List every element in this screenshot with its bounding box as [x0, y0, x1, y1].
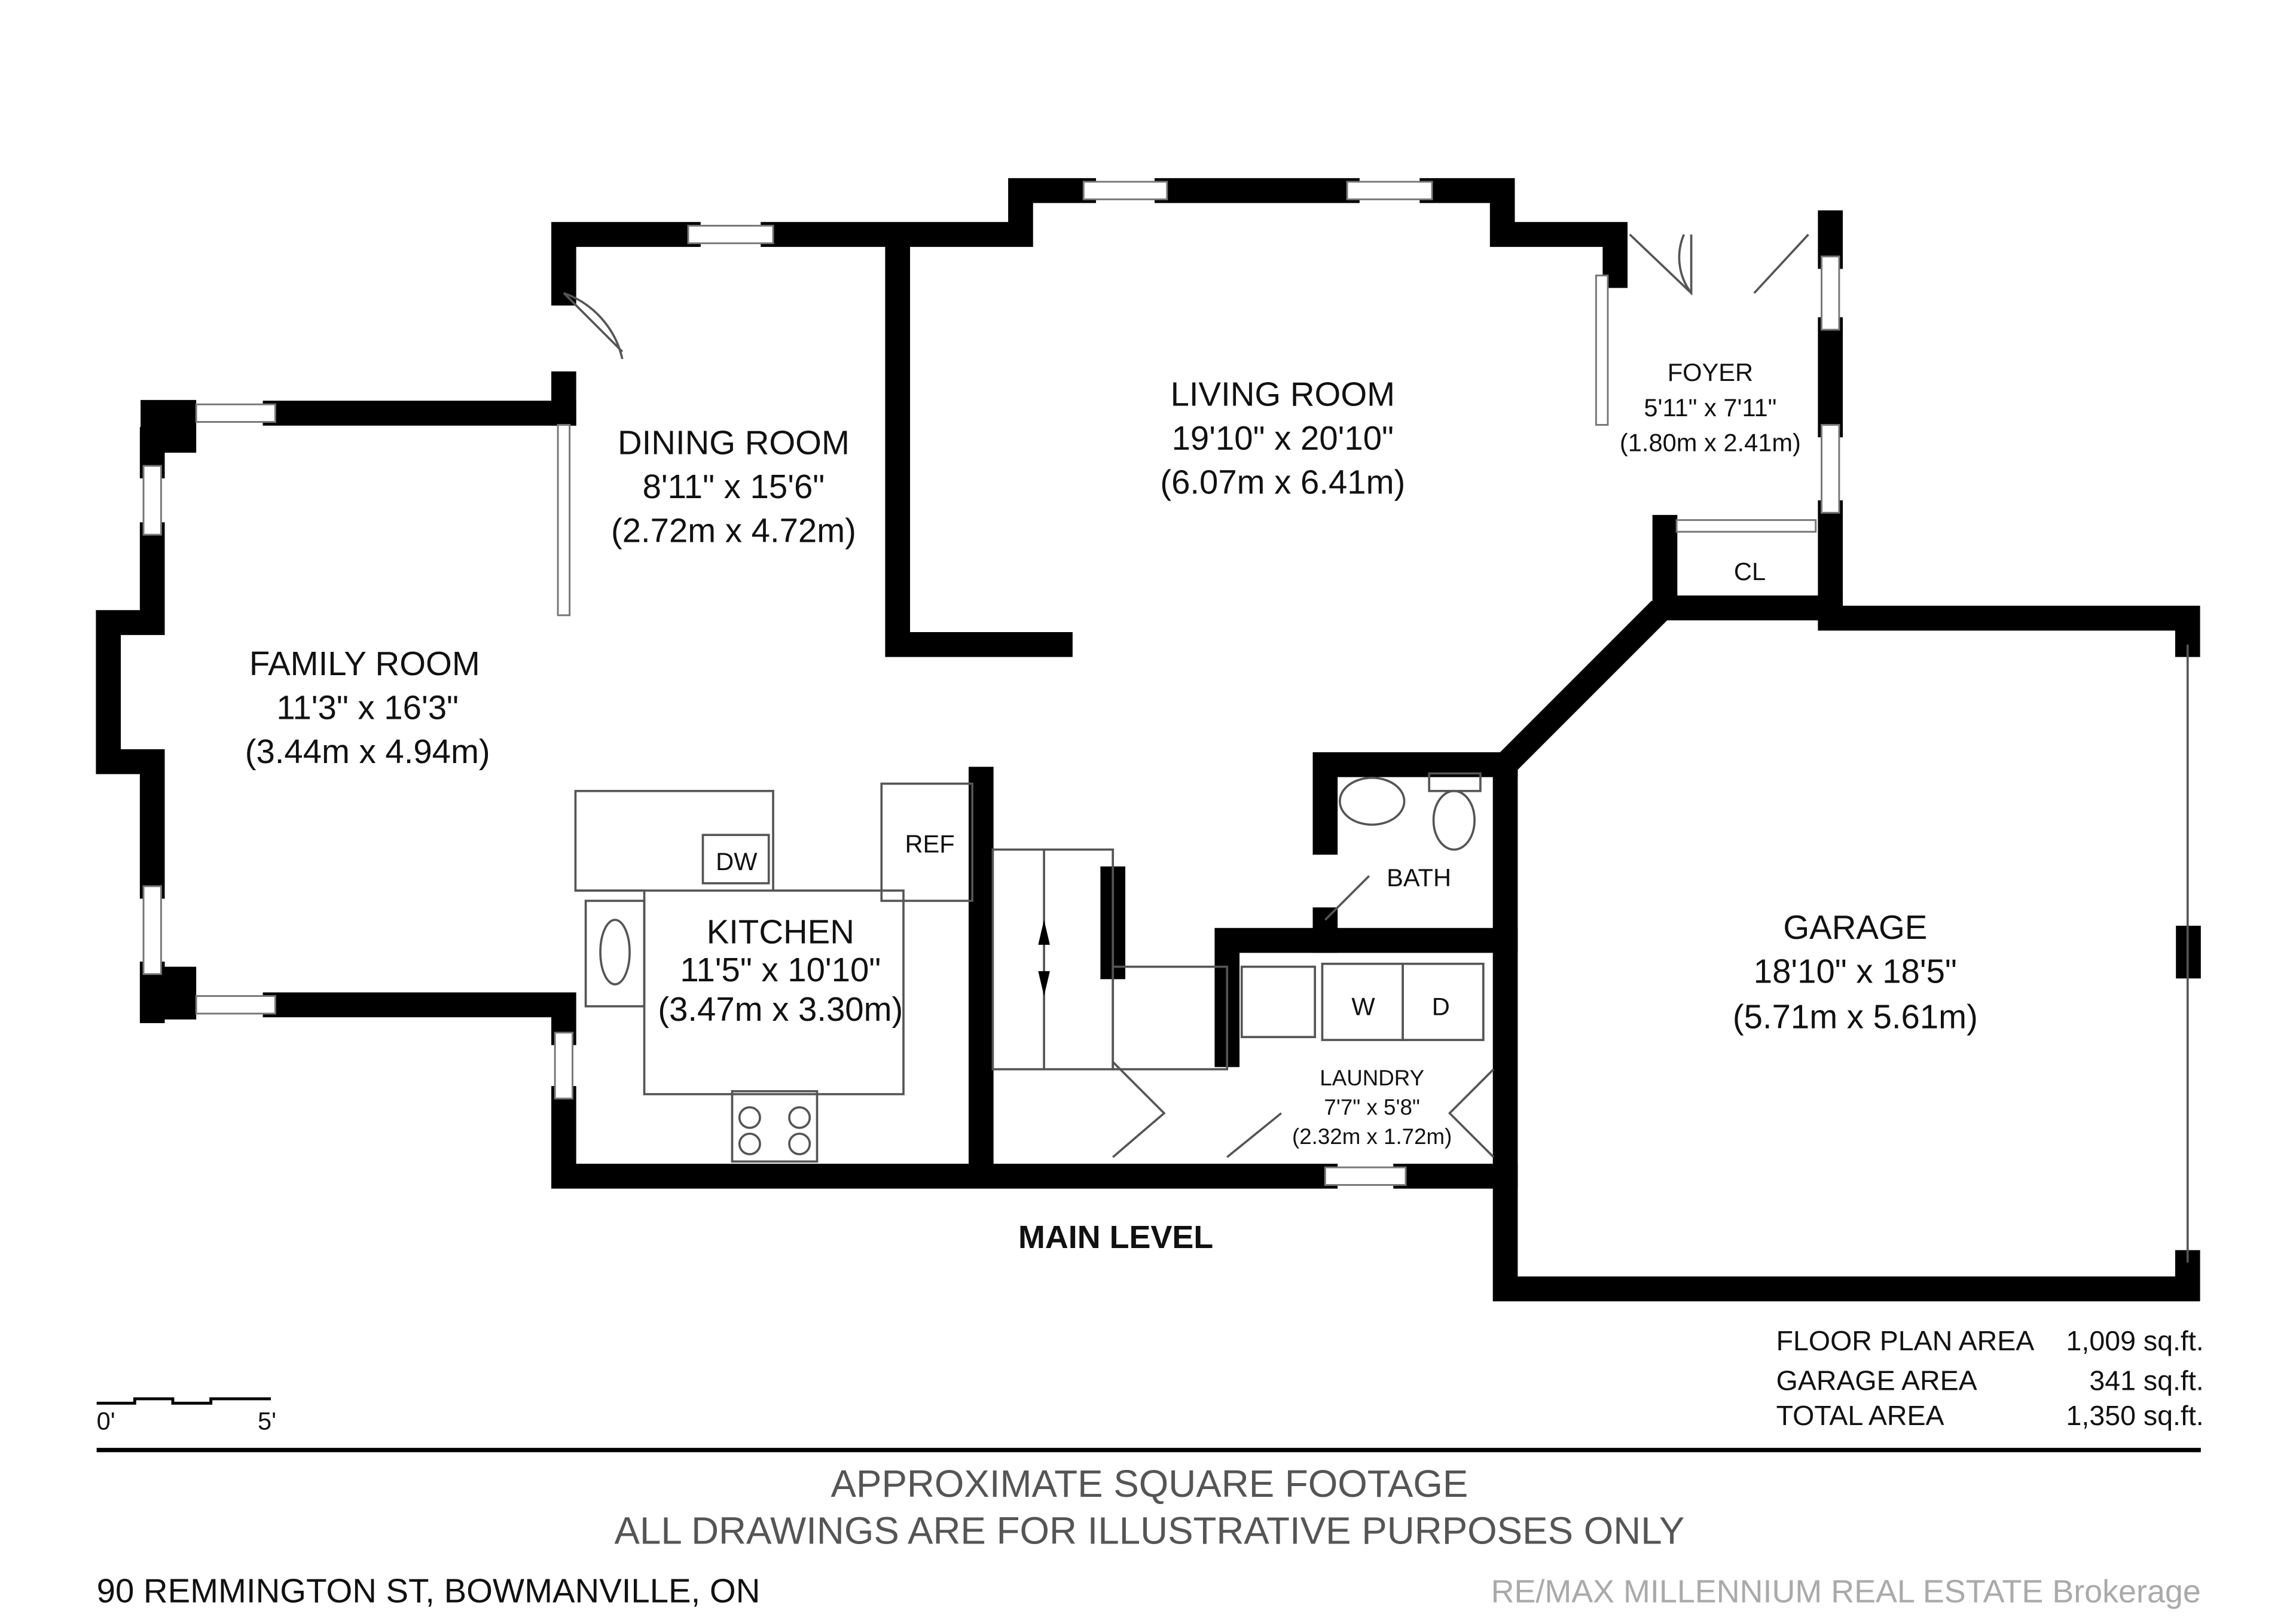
room-kitchen: KITCHEN 11'5" x 10'10" (3.47m x 3.30m)	[658, 913, 903, 1028]
room-living: LIVING ROOM 19'10" x 20'10" (6.07m x 6.4…	[1160, 376, 1405, 501]
area-value: 1,350 sq.ft.	[2066, 1400, 2204, 1431]
room-size-imperial: 7'7" x 5'8"	[1324, 1095, 1420, 1119]
room-size-metric: (3.47m x 3.30m)	[658, 990, 903, 1028]
disclaimer-line-2: ALL DRAWINGS ARE FOR ILLUSTRATIVE PURPOS…	[615, 1509, 1685, 1552]
room-bath: BATH	[1387, 864, 1451, 892]
fridge-label: REF	[905, 830, 954, 858]
room-name: KITCHEN	[707, 913, 854, 950]
disclaimer-line-1: APPROXIMATE SQUARE FOOTAGE	[831, 1463, 1468, 1505]
room-name: FOYER	[1668, 358, 1753, 386]
room-size-metric: (2.72m x 4.72m)	[611, 511, 856, 549]
room-size-metric: (1.80m x 2.41m)	[1620, 429, 1801, 457]
room-family: FAMILY ROOM 11'3" x 16'3" (3.44m x 4.94m…	[245, 645, 490, 770]
room-garage: GARAGE 18'10" x 18'5" (5.71m x 5.61m)	[1733, 908, 1978, 1035]
room-size-imperial: 18'10" x 18'5"	[1754, 953, 1957, 990]
windows-and-thin-lines	[142, 181, 2189, 1263]
property-address: 90 REMMINGTON ST, BOWMANVILLE, ON	[97, 1572, 761, 1609]
room-size-imperial: 19'10" x 20'10"	[1172, 419, 1394, 457]
scale-end-label: 5'	[258, 1407, 276, 1435]
room-name: DINING ROOM	[618, 423, 850, 461]
scale-start-label: 0'	[97, 1407, 115, 1435]
area-label: FLOOR PLAN AREA	[1776, 1325, 2035, 1356]
room-size-imperial: 5'11" x 7'11"	[1644, 393, 1776, 422]
room-size-metric: (6.07m x 6.41m)	[1160, 463, 1405, 501]
room-name: FAMILY ROOM	[249, 645, 480, 682]
room-size-metric: (2.32m x 1.72m)	[1292, 1124, 1452, 1149]
room-size-metric: (5.71m x 5.61m)	[1733, 997, 1978, 1035]
room-laundry: LAUNDRY 7'7" x 5'8" (2.32m x 1.72m)	[1292, 1066, 1452, 1149]
watermark: RE/MAX MILLENNIUM REAL ESTATE Brokerage	[1491, 1573, 2201, 1609]
walls	[96, 178, 2201, 1302]
dryer-label: D	[1432, 992, 1450, 1020]
room-dining: DINING ROOM 8'11" x 15'6" (2.72m x 4.72m…	[611, 423, 856, 549]
room-size-imperial: 11'3" x 16'3"	[276, 689, 459, 727]
room-foyer: FOYER 5'11" x 7'11" (1.80m x 2.41m)	[1620, 358, 1801, 457]
washer-label: W	[1351, 992, 1375, 1020]
area-label: TOTAL AREA	[1776, 1400, 1944, 1431]
area-label: GARAGE AREA	[1776, 1365, 1977, 1396]
room-name: GARAGE	[1783, 908, 1927, 946]
scale-bar: 0' 5'	[96, 1397, 276, 1435]
room-size-imperial: 8'11" x 15'6"	[643, 468, 825, 505]
level-title: MAIN LEVEL	[1018, 1219, 1213, 1255]
area-value: 1,009 sq.ft.	[2066, 1325, 2204, 1356]
dishwasher-label: DW	[716, 847, 758, 875]
room-name: LIVING ROOM	[1171, 376, 1395, 413]
area-summary: FLOOR PLAN AREA 1,009 sq.ft. GARAGE AREA…	[1776, 1325, 2204, 1431]
room-size-metric: (3.44m x 4.94m)	[245, 733, 490, 770]
room-name: LAUNDRY	[1320, 1066, 1424, 1090]
room-closet: CL	[1734, 557, 1766, 585]
room-size-imperial: 11'5" x 10'10"	[680, 951, 881, 989]
area-value: 341 sq.ft.	[2089, 1365, 2203, 1396]
